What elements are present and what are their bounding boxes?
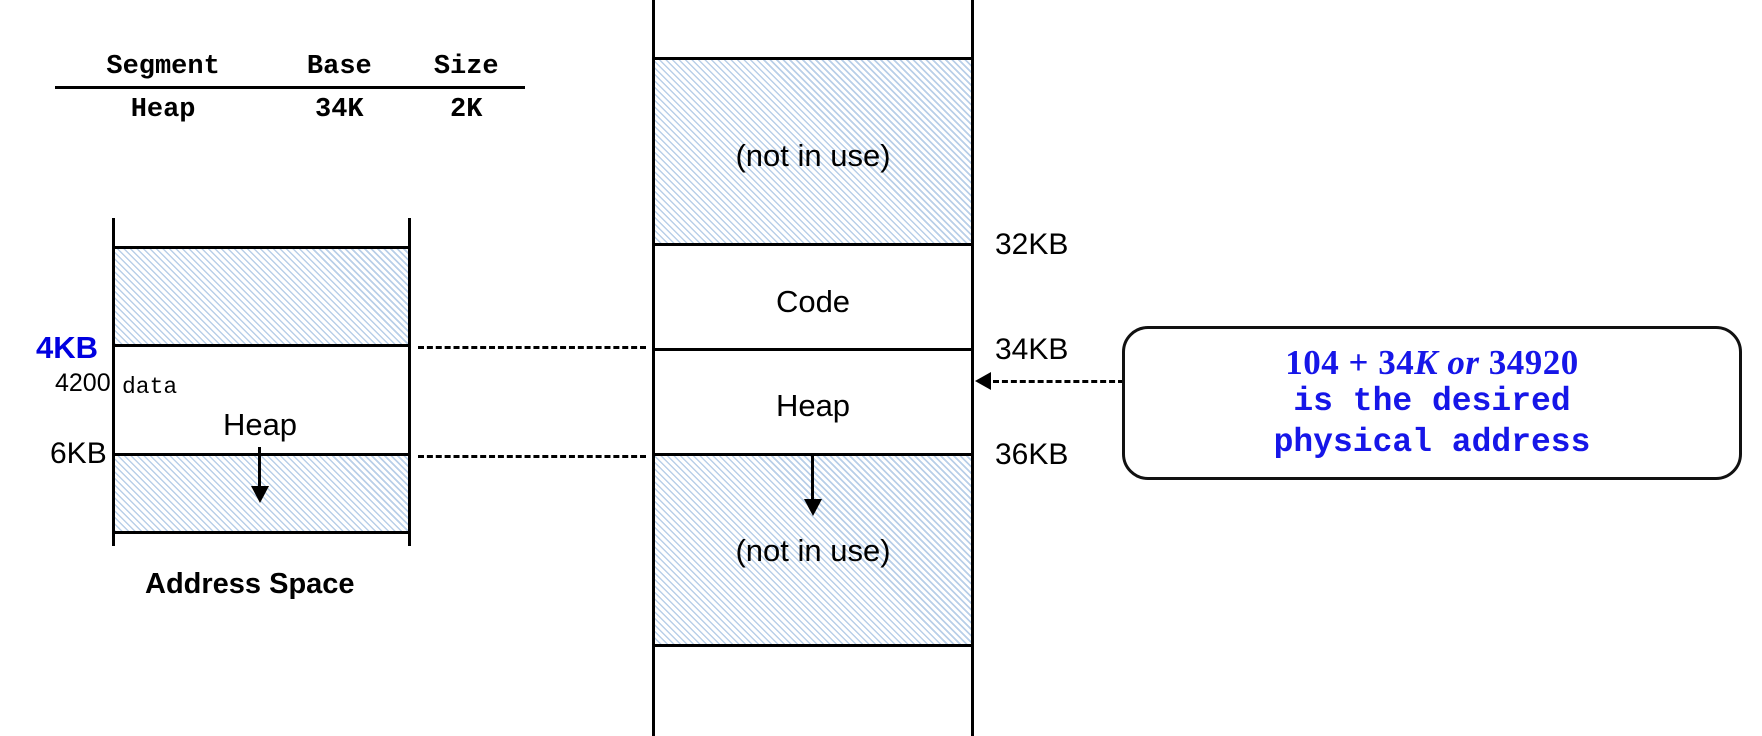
address-space-rule-4kb	[112, 344, 411, 347]
column-header-size: Size	[407, 50, 525, 89]
cell-segment-name: Heap	[130, 95, 196, 125]
callout-line1-or: or	[1447, 342, 1480, 382]
physical-region-code: Code	[775, 284, 851, 319]
physical-memory-left-rail	[652, 0, 655, 736]
physical-rule-bottom	[652, 644, 974, 647]
physical-unused-top-fill	[655, 60, 971, 245]
address-space-rule-bottom	[112, 531, 411, 534]
mark-36kb: 36KB	[995, 438, 1069, 471]
physical-region-not-in-use-bottom: (not in use)	[735, 533, 891, 568]
physical-heap-growth-arrow-head	[804, 499, 822, 516]
label-4200: 4200	[55, 369, 111, 397]
physical-rule-top	[652, 57, 974, 60]
physical-address-callout: 104 + 34K or 34920 is the desired physic…	[1122, 326, 1742, 480]
heap-growth-arrow-shaft	[258, 447, 261, 490]
address-space-diagram: 4KB 4200 data 6KB Heap Address Space	[0, 0, 560, 736]
column-header-base: Base	[271, 50, 408, 89]
physical-memory-right-rail	[971, 0, 974, 736]
table-row: Heap 34K 2K	[55, 88, 525, 132]
callout-line1-value: 34920	[1488, 342, 1579, 382]
address-space-right-rail	[408, 218, 411, 546]
address-space-region-heap: Heap	[222, 407, 298, 442]
physical-rule-32kb	[652, 243, 974, 246]
callout-line1-k: K	[1414, 342, 1439, 382]
physical-memory-diagram: (not in use) Code Heap (not in use) 32KB…	[652, 0, 1069, 736]
connector-6kb-to-36kb	[418, 455, 646, 458]
address-space-left-rail	[112, 218, 115, 546]
mark-32kb: 32KB	[995, 228, 1069, 261]
physical-rule-34kb	[652, 348, 974, 351]
table-header-row: Segment Base Size	[55, 50, 525, 89]
callout-pointer-line	[993, 380, 1124, 383]
cell-segment-size: 2K	[450, 95, 483, 125]
heap-growth-arrow-head	[251, 486, 269, 503]
label-4kb: 4KB	[36, 330, 99, 365]
mark-34kb: 34KB	[995, 333, 1069, 366]
physical-rule-36kb	[652, 453, 974, 456]
column-header-segment: Segment	[55, 50, 272, 89]
physical-region-heap: Heap	[775, 388, 851, 423]
callout-line-1: 104 + 34K or 34920	[1285, 343, 1578, 382]
address-space-caption: Address Space	[145, 568, 355, 600]
physical-heap-growth-arrow-shaft	[811, 455, 814, 503]
callout-pointer-arrow-head	[975, 372, 991, 390]
callout-line-2: is the desired	[1293, 382, 1571, 420]
physical-region-not-in-use-top: (not in use)	[735, 138, 891, 173]
address-space-unused-upper	[115, 249, 408, 345]
callout-line-3: physical address	[1273, 423, 1591, 461]
cell-segment-base: 34K	[315, 95, 364, 125]
callout-line1-expression: 104 + 34	[1285, 342, 1415, 382]
label-data-segment: data	[122, 374, 178, 400]
address-space-rule-6kb	[112, 453, 411, 456]
label-6kb: 6KB	[50, 437, 107, 470]
segment-table: Segment Base Size Heap 34K 2K	[55, 50, 525, 131]
address-space-rule-top	[112, 246, 411, 249]
connector-4kb-to-34kb	[418, 346, 646, 349]
